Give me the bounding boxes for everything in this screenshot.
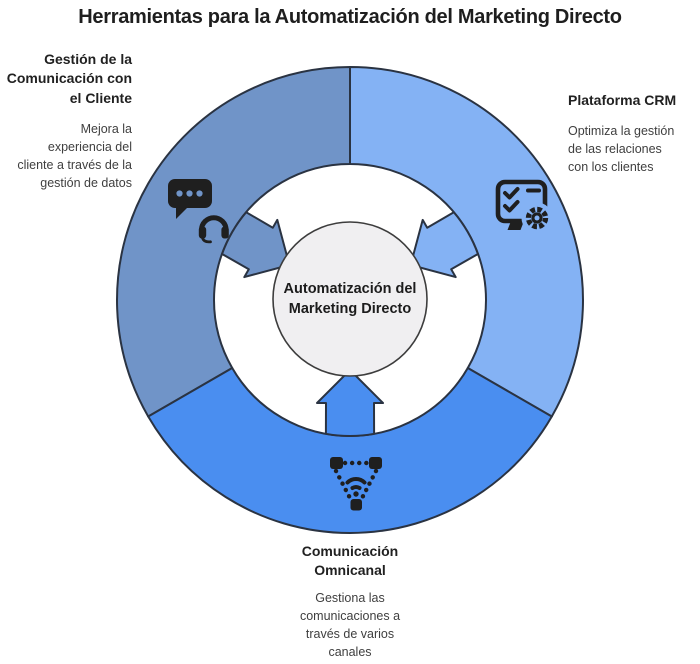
segment-crm [349, 66, 584, 418]
segment-omnichannel [147, 367, 553, 534]
section-customer-communication: Gestión de la Comunicación con el Client… [0, 50, 132, 192]
crm-monitor-gear-icon [495, 179, 553, 234]
section-omnichannel-heading: Comunicación Omnicanal [301, 543, 399, 579]
page-title: Herramientas para la Automatización del … [78, 6, 622, 28]
section-customer-communication-description: Mejora la experiencia del cliente a trav… [17, 121, 132, 190]
section-omnichannel: Comunicación Omnicanal Gestiona las comu… [250, 542, 450, 661]
ring [116, 66, 584, 534]
arrow-omnichannel [316, 369, 384, 437]
chat-headset-icon [168, 179, 229, 244]
section-crm: Plataforma CRM Optimiza la gestión de la… [568, 91, 700, 176]
arrow-crm [409, 211, 479, 279]
section-crm-description: Optimiza la gestión de las relaciones co… [568, 124, 675, 175]
section-omnichannel-description: Gestiona las comunicaciones a través de … [299, 590, 401, 659]
segment-customer-communication [116, 66, 351, 418]
center-label: Automatización del Marketing Directo [283, 281, 417, 318]
section-crm-heading: Plataforma CRM [568, 92, 677, 108]
center-circle [272, 221, 428, 377]
omnichannel-network-icon [330, 457, 382, 511]
arrow-customer-communication [221, 211, 291, 279]
arrows [221, 211, 479, 437]
section-customer-communication-heading: Gestión de la Comunicación con el Client… [6, 51, 132, 106]
